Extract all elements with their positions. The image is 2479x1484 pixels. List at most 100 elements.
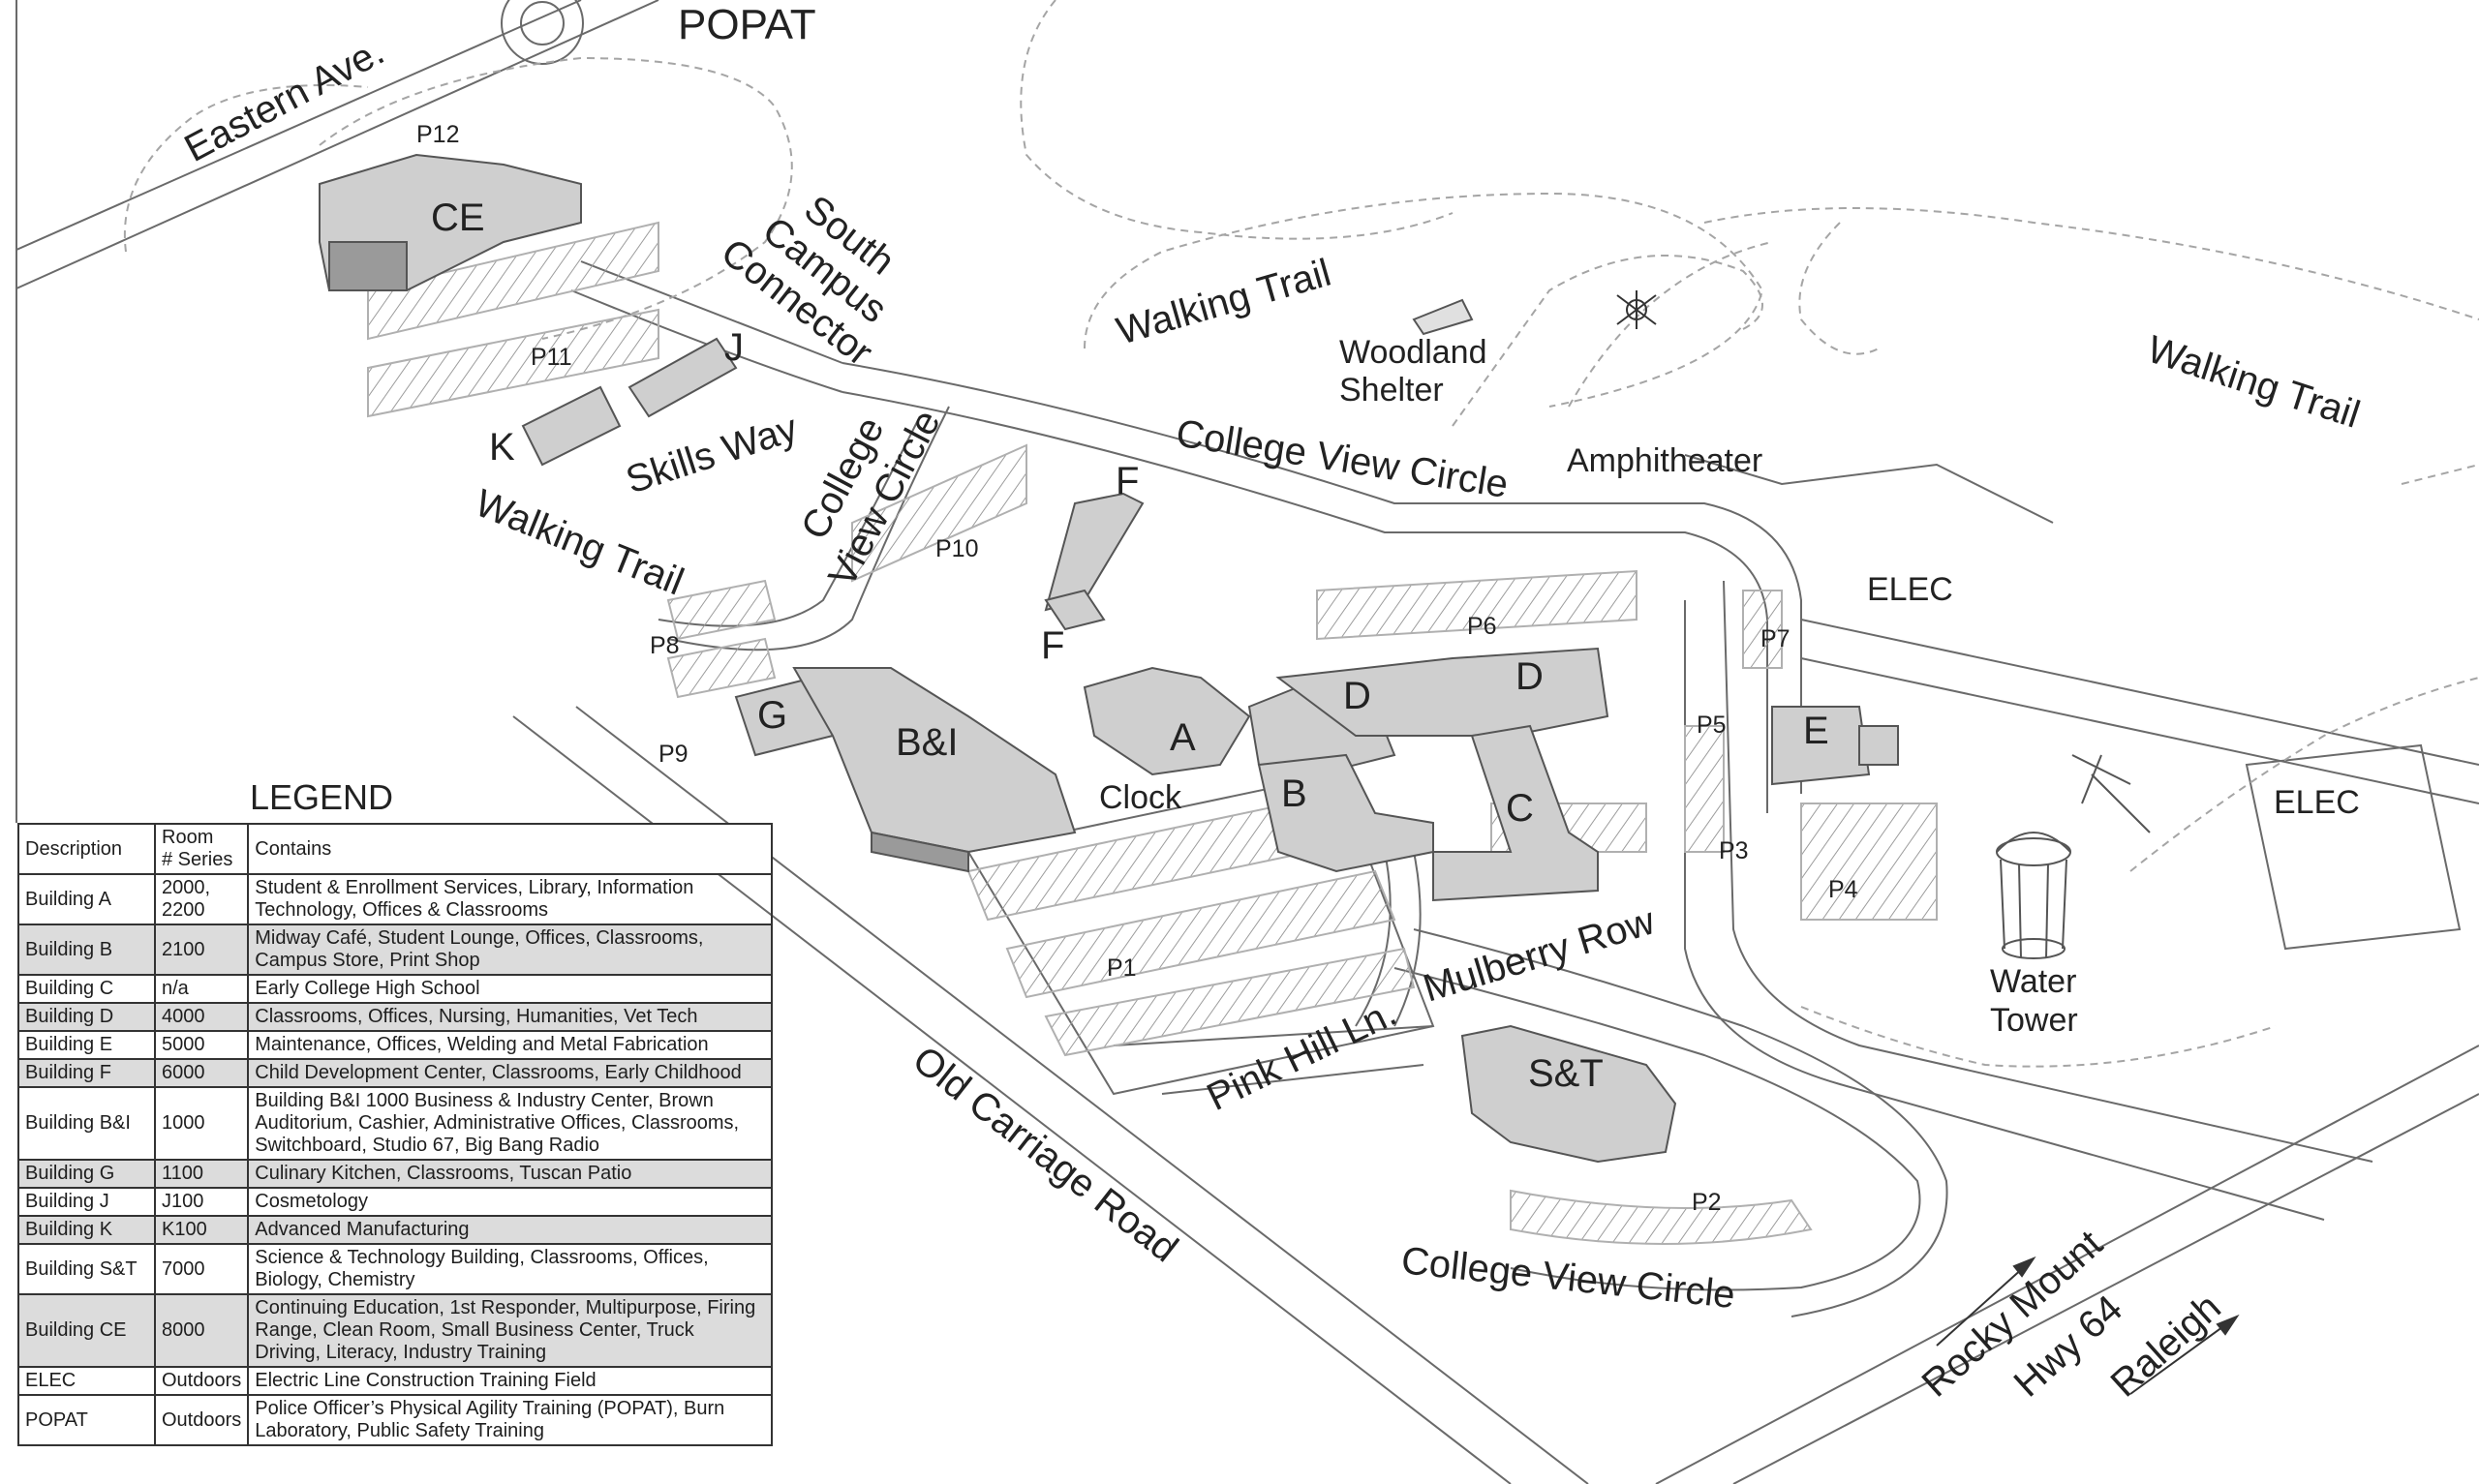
legend-title: LEGEND	[250, 777, 394, 817]
walking-trails	[123, 0, 2479, 1068]
road-south-campus-connector: South Campus Connector	[714, 188, 903, 375]
legend-room-series: 8000	[153, 1293, 250, 1368]
parking-stripes	[367, 182, 1938, 1245]
road-mulberry-row: Mulberry Row	[1419, 899, 1660, 1010]
legend-contains: Science & Technology Building, Classroom…	[247, 1243, 773, 1295]
place-water-tower-1: Water	[1990, 963, 2076, 1000]
legend-room-series: 4000	[153, 1002, 250, 1032]
legend-contains: Classrooms, Offices, Nursing, Humanities…	[247, 1002, 773, 1032]
direction-arrows	[1936, 1256, 2240, 1395]
legend-contains: Student & Enrollment Services, Library, …	[247, 873, 773, 925]
building-a: A	[1170, 716, 1196, 759]
building-c: C	[1506, 787, 1534, 830]
building-k: K	[489, 426, 515, 469]
legend-description: Building D	[17, 1002, 156, 1032]
place-clock: Clock	[1099, 779, 1182, 816]
legend-description: Building G	[17, 1159, 156, 1189]
legend-contains: Culinary Kitchen, Classrooms, Tuscan Pat…	[247, 1159, 773, 1189]
road-eastern-ave: Eastern Ave.	[178, 30, 391, 170]
legend-room-series: 2000, 2200	[153, 873, 250, 925]
building-f-bottom: F	[1041, 624, 1064, 667]
legend-room-series: J100	[153, 1187, 250, 1217]
parking-p1: P1	[1107, 954, 1137, 982]
legend-description: Building K	[17, 1215, 156, 1245]
place-water-tower-2: Tower	[1990, 1002, 2078, 1039]
parking-p3: P3	[1719, 837, 1749, 864]
building-j: J	[724, 326, 744, 369]
legend-header-description: Description	[17, 823, 156, 875]
amphitheater-icon	[1616, 290, 1657, 329]
building-st: S&T	[1528, 1052, 1604, 1095]
parking-p10: P10	[935, 535, 978, 562]
legend-room-series: 2100	[153, 924, 250, 976]
parking-p12: P12	[416, 121, 459, 148]
building-f-top: F	[1116, 460, 1139, 502]
legend-description: Building A	[17, 873, 156, 925]
road-walking-trail-left: Walking Trail	[470, 482, 689, 604]
legend-contains: Maintenance, Offices, Welding and Metal …	[247, 1030, 773, 1060]
legend-description: Building S&T	[17, 1243, 156, 1295]
legend-table: Description Room # Series Contains Build…	[17, 823, 773, 1446]
antenna-icon	[2071, 754, 2151, 833]
legend-room-series: Outdoors	[153, 1366, 250, 1396]
legend-description: Building C	[17, 974, 156, 1004]
parking-p8: P8	[650, 632, 680, 659]
legend-contains: Electric Line Construction Training Fiel…	[247, 1366, 773, 1396]
legend-contains: Continuing Education, 1st Responder, Mul…	[247, 1293, 773, 1368]
legend-room-series: n/a	[153, 974, 250, 1004]
water-tower-icon	[1996, 832, 2071, 959]
legend-description: Building J	[17, 1187, 156, 1217]
building-ce: CE	[431, 197, 485, 239]
road-college-view-circle-vertical: College View Circle	[793, 404, 949, 594]
legend-description: Building CE	[17, 1293, 156, 1368]
parking-p4: P4	[1828, 876, 1858, 903]
legend-contains: Advanced Manufacturing	[247, 1215, 773, 1245]
road-skills-way: Skills Way	[621, 407, 803, 501]
parking-p7: P7	[1760, 625, 1790, 652]
buildings	[319, 153, 1899, 1164]
legend-description: Building E	[17, 1030, 156, 1060]
legend-room-series: 1000	[153, 1086, 250, 1161]
parking-p2: P2	[1692, 1189, 1722, 1216]
parking-p5: P5	[1697, 712, 1727, 739]
place-woodland-shelter-1: Woodland	[1339, 334, 1487, 371]
legend-room-series: 7000	[153, 1243, 250, 1295]
road-old-carriage-road: Old Carriage Road	[904, 1038, 1185, 1270]
legend-description: Building F	[17, 1058, 156, 1088]
popat-title: POPAT	[678, 1, 816, 48]
legend-description: Building B&I	[17, 1086, 156, 1161]
legend-description: ELEC	[17, 1366, 156, 1396]
place-amphitheater: Amphitheater	[1567, 442, 1762, 479]
legend-description: Building B	[17, 924, 156, 976]
road-raleigh: Raleigh	[2103, 1286, 2229, 1405]
parking-p6: P6	[1467, 613, 1497, 640]
legend-description: POPAT	[17, 1394, 156, 1446]
building-b: B	[1281, 772, 1307, 815]
legend-contains: Child Development Center, Classrooms, Ea…	[247, 1058, 773, 1088]
legend-contains: Midway Café, Student Lounge, Offices, Cl…	[247, 924, 773, 976]
parking-p9: P9	[658, 741, 689, 768]
building-g: G	[757, 694, 787, 737]
parking-p11: P11	[531, 344, 572, 371]
place-elec-right: ELEC	[2274, 784, 2360, 821]
legend-room-series: K100	[153, 1215, 250, 1245]
legend-contains: Police Officer’s Physical Agility Traini…	[247, 1394, 773, 1446]
legend-room-series: 1100	[153, 1159, 250, 1189]
road-walking-trail-center: Walking Trail	[1112, 252, 1335, 353]
legend-contains: Building B&I 1000 Business & Industry Ce…	[247, 1086, 773, 1161]
